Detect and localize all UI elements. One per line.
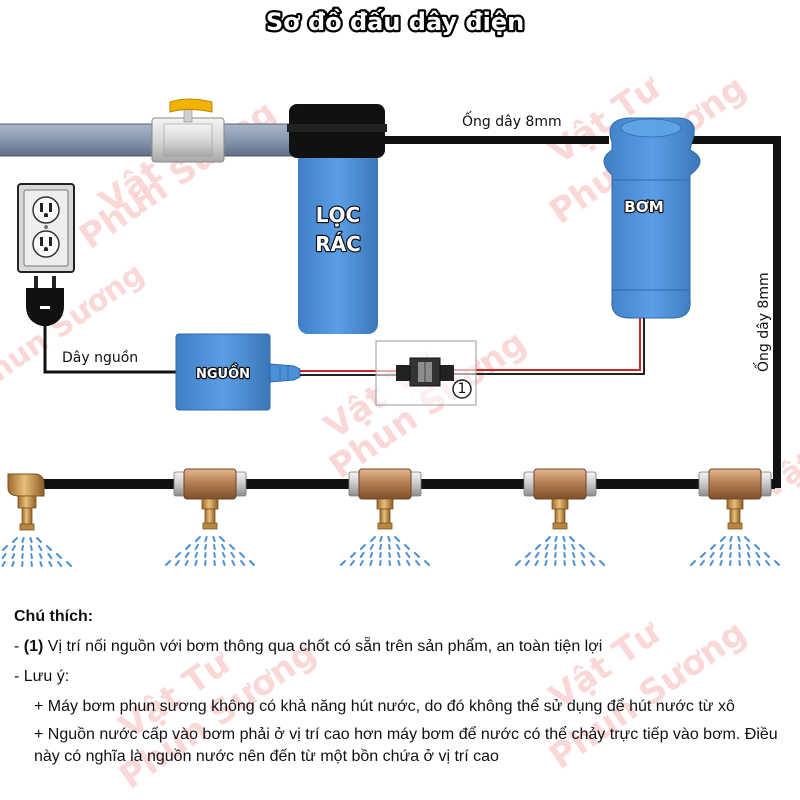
nozzle-elbow — [1, 473, 72, 567]
note-item-1-text: Vị trí nối nguồn với bơm thông qua chốt … — [43, 638, 603, 655]
water-spray-icon — [690, 536, 780, 566]
note-item-1-marker: (1) — [23, 638, 44, 655]
notes-section: Chú thích: - (1) Vị trí nối nguồn với bơ… — [14, 606, 786, 774]
diagram-title: Sơ đồ đấu dây điện — [266, 8, 524, 36]
nozzle-row — [1, 468, 780, 567]
power-supply: NGUỒN — [175, 333, 301, 411]
ball-valve — [151, 98, 225, 163]
filter-label-line1: LỌC — [316, 203, 360, 227]
power-cord — [43, 326, 176, 374]
nozzle-tee — [515, 468, 605, 566]
svg-text:1: 1 — [458, 381, 467, 397]
debris-filter: LỌC RÁC — [287, 104, 387, 334]
water-spray-icon — [340, 536, 430, 566]
valve-handle-icon — [169, 98, 213, 113]
note-sub-1: + Máy bơm phun sương không có khả năng h… — [34, 698, 735, 715]
water-spray-icon — [165, 536, 255, 566]
svg-text:Phun Sương: Phun Sương — [72, 93, 283, 258]
water-spray-icon — [1, 537, 72, 567]
note-item-1: - (1) Vị trí nối nguồn với bơm thông qua… — [14, 636, 786, 658]
svg-text:Phun Sương: Phun Sương — [0, 256, 151, 401]
connector-detail: 1 — [375, 340, 477, 406]
connector-marker — [452, 379, 472, 399]
power-plug-icon — [26, 276, 64, 326]
water-spray-icon — [515, 536, 605, 566]
power-cord-label: Dây nguồn — [62, 349, 138, 366]
pump: BƠM — [603, 117, 701, 319]
nozzle-tee — [165, 468, 255, 566]
power-supply-label: NGUỒN — [196, 364, 250, 382]
wall-outlet-icon — [17, 183, 75, 273]
filter-label-line2: RÁC — [315, 232, 361, 256]
water-supply-pipe — [0, 123, 300, 157]
tube-label-side: Ống dây 8mm — [753, 272, 772, 372]
note-sub-2: + Nguồn nước cấp vào bơm phải ở vị trí c… — [34, 726, 778, 765]
nozzle-tee — [340, 468, 430, 566]
pump-label: BƠM — [624, 198, 663, 216]
notes-heading: Chú thích: — [14, 608, 94, 625]
nozzle-tee — [690, 468, 780, 566]
note-item-1-prefix: - — [14, 638, 24, 655]
note-item-2: - Lưu ý: — [14, 668, 70, 685]
tube-label-top: Ống dây 8mm — [462, 111, 562, 130]
